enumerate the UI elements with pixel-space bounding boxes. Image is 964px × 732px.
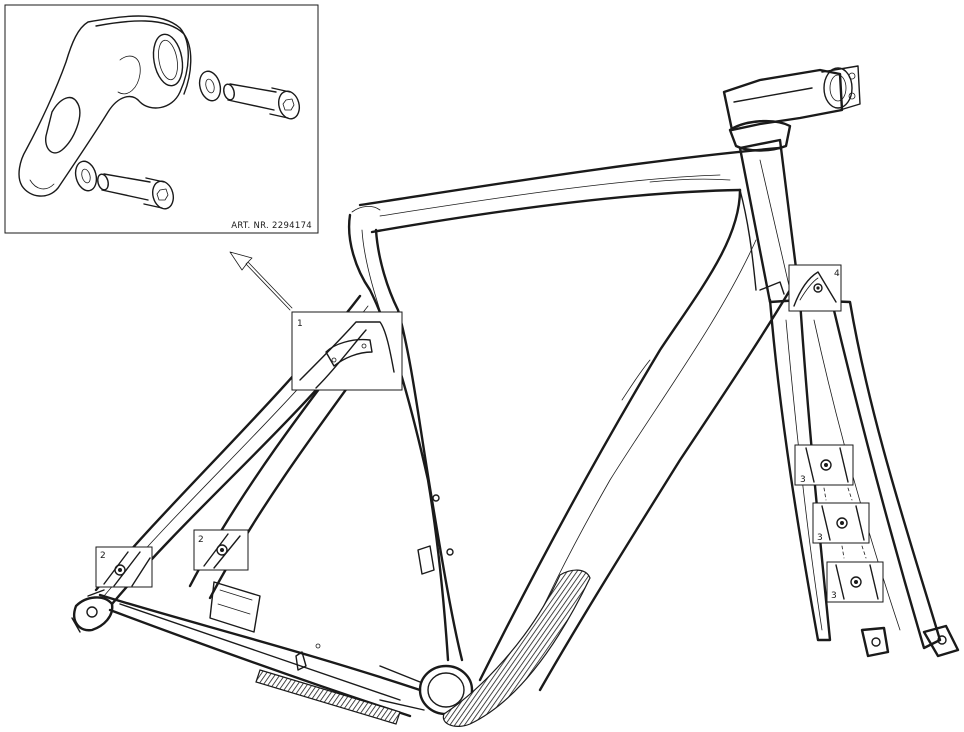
svg-text:1: 1: [297, 319, 303, 329]
rear-dropout: [71, 589, 114, 633]
stem: [722, 65, 861, 132]
svg-text:3: 3: [831, 591, 837, 601]
svg-text:3: 3: [800, 475, 806, 485]
chainstay-protector: [255, 669, 401, 725]
callout-3c: 3: [826, 561, 884, 603]
downtube-protector: [442, 569, 591, 727]
part-number-label: ART. NR. 2294174: [231, 221, 312, 231]
upper-bolt-assembly: [198, 70, 301, 120]
front-fork: [768, 298, 960, 658]
svg-text:3: 3: [817, 533, 823, 543]
callout-1: 1: [291, 311, 403, 391]
svg-text:2: 2: [198, 535, 204, 545]
callout-3b: 3: [812, 502, 870, 544]
callout-4: 4: [788, 264, 842, 312]
inset-panel: ART. NR. 2294174: [4, 4, 319, 234]
derailleur-hanger-bracket: [18, 15, 192, 197]
callout-3a: 3: [794, 444, 854, 486]
inset-pointer-arrow: [229, 251, 293, 311]
lower-bolt-assembly: [74, 160, 175, 210]
callout-2b: 2: [193, 529, 249, 571]
svg-text:4: 4: [834, 269, 840, 279]
seat-tube-port: [417, 545, 435, 575]
svg-text:2: 2: [100, 551, 106, 561]
callout-2a: 2: [95, 546, 153, 588]
